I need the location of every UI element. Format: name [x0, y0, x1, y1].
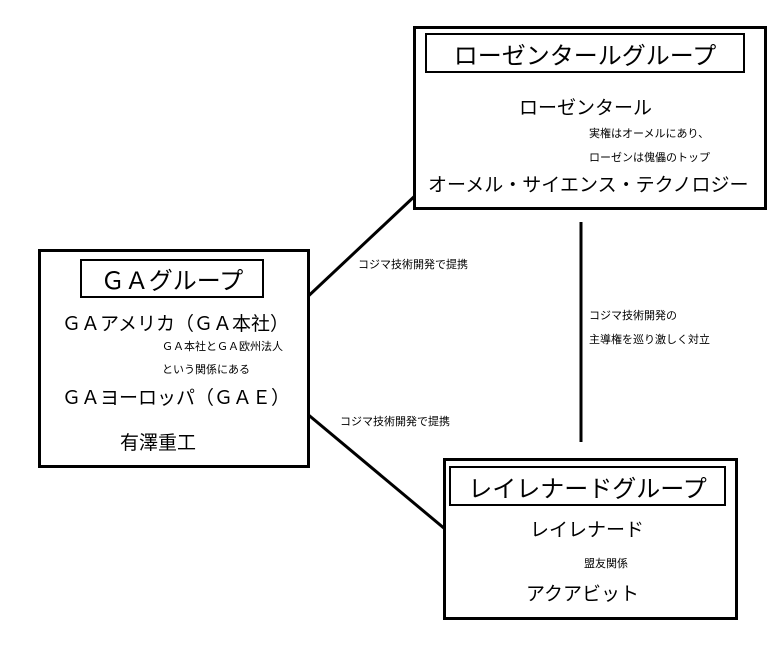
rosenthal-company-label: ローゼンタール [519, 97, 653, 119]
ga-note-line1: ＧＡ本社とＧＡ欧州法人 [162, 340, 283, 353]
ga-note-line2: という関係にある [162, 363, 250, 376]
ga-group-title: ＧＡグループ [100, 267, 244, 295]
ga-group-title-box: ＧＡグループ [80, 259, 264, 298]
aquabit-label: アクアビット [526, 583, 640, 605]
omer-science-label: オーメル・サイエンス・テクノロジー [428, 174, 749, 196]
arisawa-label: 有澤重工 [120, 432, 197, 454]
rayleonard-group-title: レイレナードグループ [468, 474, 707, 503]
rayleonard-company-label: レイレナード [530, 519, 645, 541]
rosenthal-group-title: ローゼンタールグループ [453, 41, 717, 70]
rosenthal-note-line2: ローゼンは傀儡のトップ [589, 151, 710, 164]
ga-omer-relation-label: コジマ技術開発で提携 [358, 258, 468, 271]
rayleonard-group-title-box: レイレナードグループ [449, 466, 726, 506]
ga-europe-label: ＧＡヨーロッパ（ＧＡＥ） [62, 387, 291, 409]
rosenthal-note-line1: 実権はオーメルにあり、 [589, 127, 710, 140]
rayleonard-note: 盟友関係 [584, 557, 628, 570]
rivalry-label-line2: 主導権を巡り激しく対立 [589, 333, 710, 346]
rivalry-label-line1: コジマ技術開発の [589, 309, 677, 322]
rosenthal-group-title-box: ローゼンタールグループ [425, 33, 745, 73]
gae-aquabit-relation-label: コジマ技術開発で提携 [340, 415, 450, 428]
ga-america-label: ＧＡアメリカ（ＧＡ本社） [62, 313, 290, 335]
